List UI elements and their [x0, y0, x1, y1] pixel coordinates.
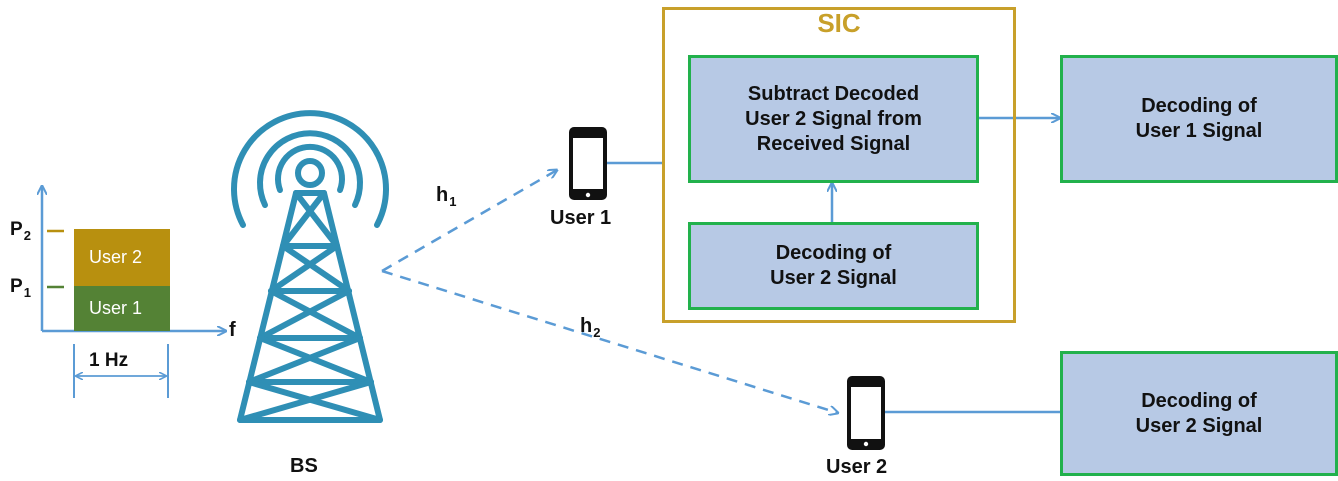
- sic-title: SIC: [817, 8, 861, 38]
- cell-tower-icon: [231, 110, 389, 423]
- frequency-label: f: [229, 319, 236, 341]
- user1-label: User 1: [550, 207, 612, 229]
- user2-power-block-label: User 2: [89, 247, 143, 267]
- user2-phone: [847, 376, 885, 450]
- connectors: [607, 118, 1062, 414]
- subtract-decoded-text: Subtract Decoded User 2 Signal from Rece…: [745, 82, 922, 155]
- p1-letter: P: [10, 276, 23, 297]
- user2-label: User 2: [826, 456, 888, 478]
- p2-letter: P: [10, 219, 23, 240]
- bs-label: BS: [290, 455, 318, 477]
- bandwidth-label: 1 Hz: [89, 350, 129, 371]
- decode-user2-sic-text: Decoding of User 2 Signal: [770, 242, 897, 289]
- decode-user2-sic-box: Decoding of User 2 Signal: [688, 222, 979, 310]
- h2-letter: h: [580, 315, 593, 337]
- channel-links: [381, 170, 838, 413]
- subtract-decoded-box: Subtract Decoded User 2 Signal from Rece…: [688, 55, 979, 183]
- p1-label: P1: [10, 276, 31, 300]
- h1-label: h1: [436, 184, 456, 209]
- h1-subscript: 1: [449, 194, 457, 209]
- p2-label: P2: [10, 219, 31, 243]
- h2-link: [381, 269, 838, 413]
- h1-link: [381, 170, 557, 273]
- p2-subscript: 2: [23, 228, 31, 243]
- h2-subscript: 2: [593, 325, 601, 340]
- power-axes: [42, 186, 226, 398]
- h2-label: h2: [580, 315, 600, 340]
- p1-subscript: 1: [23, 285, 31, 300]
- user1-phone: [569, 127, 607, 200]
- user1-power-block-label: User 1: [89, 298, 143, 318]
- decode-user2-text: Decoding of User 2 Signal: [1135, 389, 1263, 437]
- user1-power-block: User 1: [74, 286, 170, 331]
- sic-frame: [662, 7, 1016, 323]
- user2-power-block: User 2: [74, 229, 170, 286]
- decode-user1-box: Decoding of User 1 Signal: [1060, 55, 1338, 183]
- decode-user1-text: Decoding of User 1 Signal: [1135, 95, 1263, 142]
- h1-letter: h: [436, 184, 449, 206]
- decode-user2-box: Decoding of User 2 Signal: [1060, 351, 1338, 476]
